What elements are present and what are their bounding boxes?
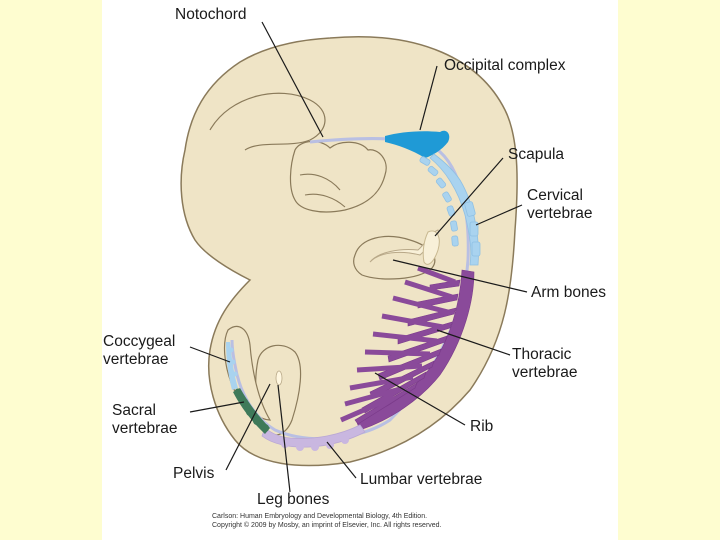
leg-bone-shape xyxy=(276,371,282,385)
label-thoracic-vertebrae: Thoracic vertebrae xyxy=(512,346,577,382)
label-lumbar-vertebrae: Lumbar vertebrae xyxy=(360,471,482,489)
label-occipital-complex: Occipital complex xyxy=(444,57,565,75)
label-scapula: Scapula xyxy=(508,146,564,164)
label-pelvis: Pelvis xyxy=(173,465,214,483)
label-notochord: Notochord xyxy=(175,6,247,24)
copyright-credit: Carlson: Human Embryology and Developmen… xyxy=(212,512,442,530)
label-arm-bones: Arm bones xyxy=(531,284,606,302)
label-coccygeal-vertebrae: Coccygeal vertebrae xyxy=(103,333,175,369)
label-cervical-vertebrae: Cervical vertebrae xyxy=(527,187,592,223)
label-sacral-vertebrae: Sacral vertebrae xyxy=(112,402,177,438)
label-leg-bones: Leg bones xyxy=(257,491,329,509)
label-rib: Rib xyxy=(470,418,493,436)
